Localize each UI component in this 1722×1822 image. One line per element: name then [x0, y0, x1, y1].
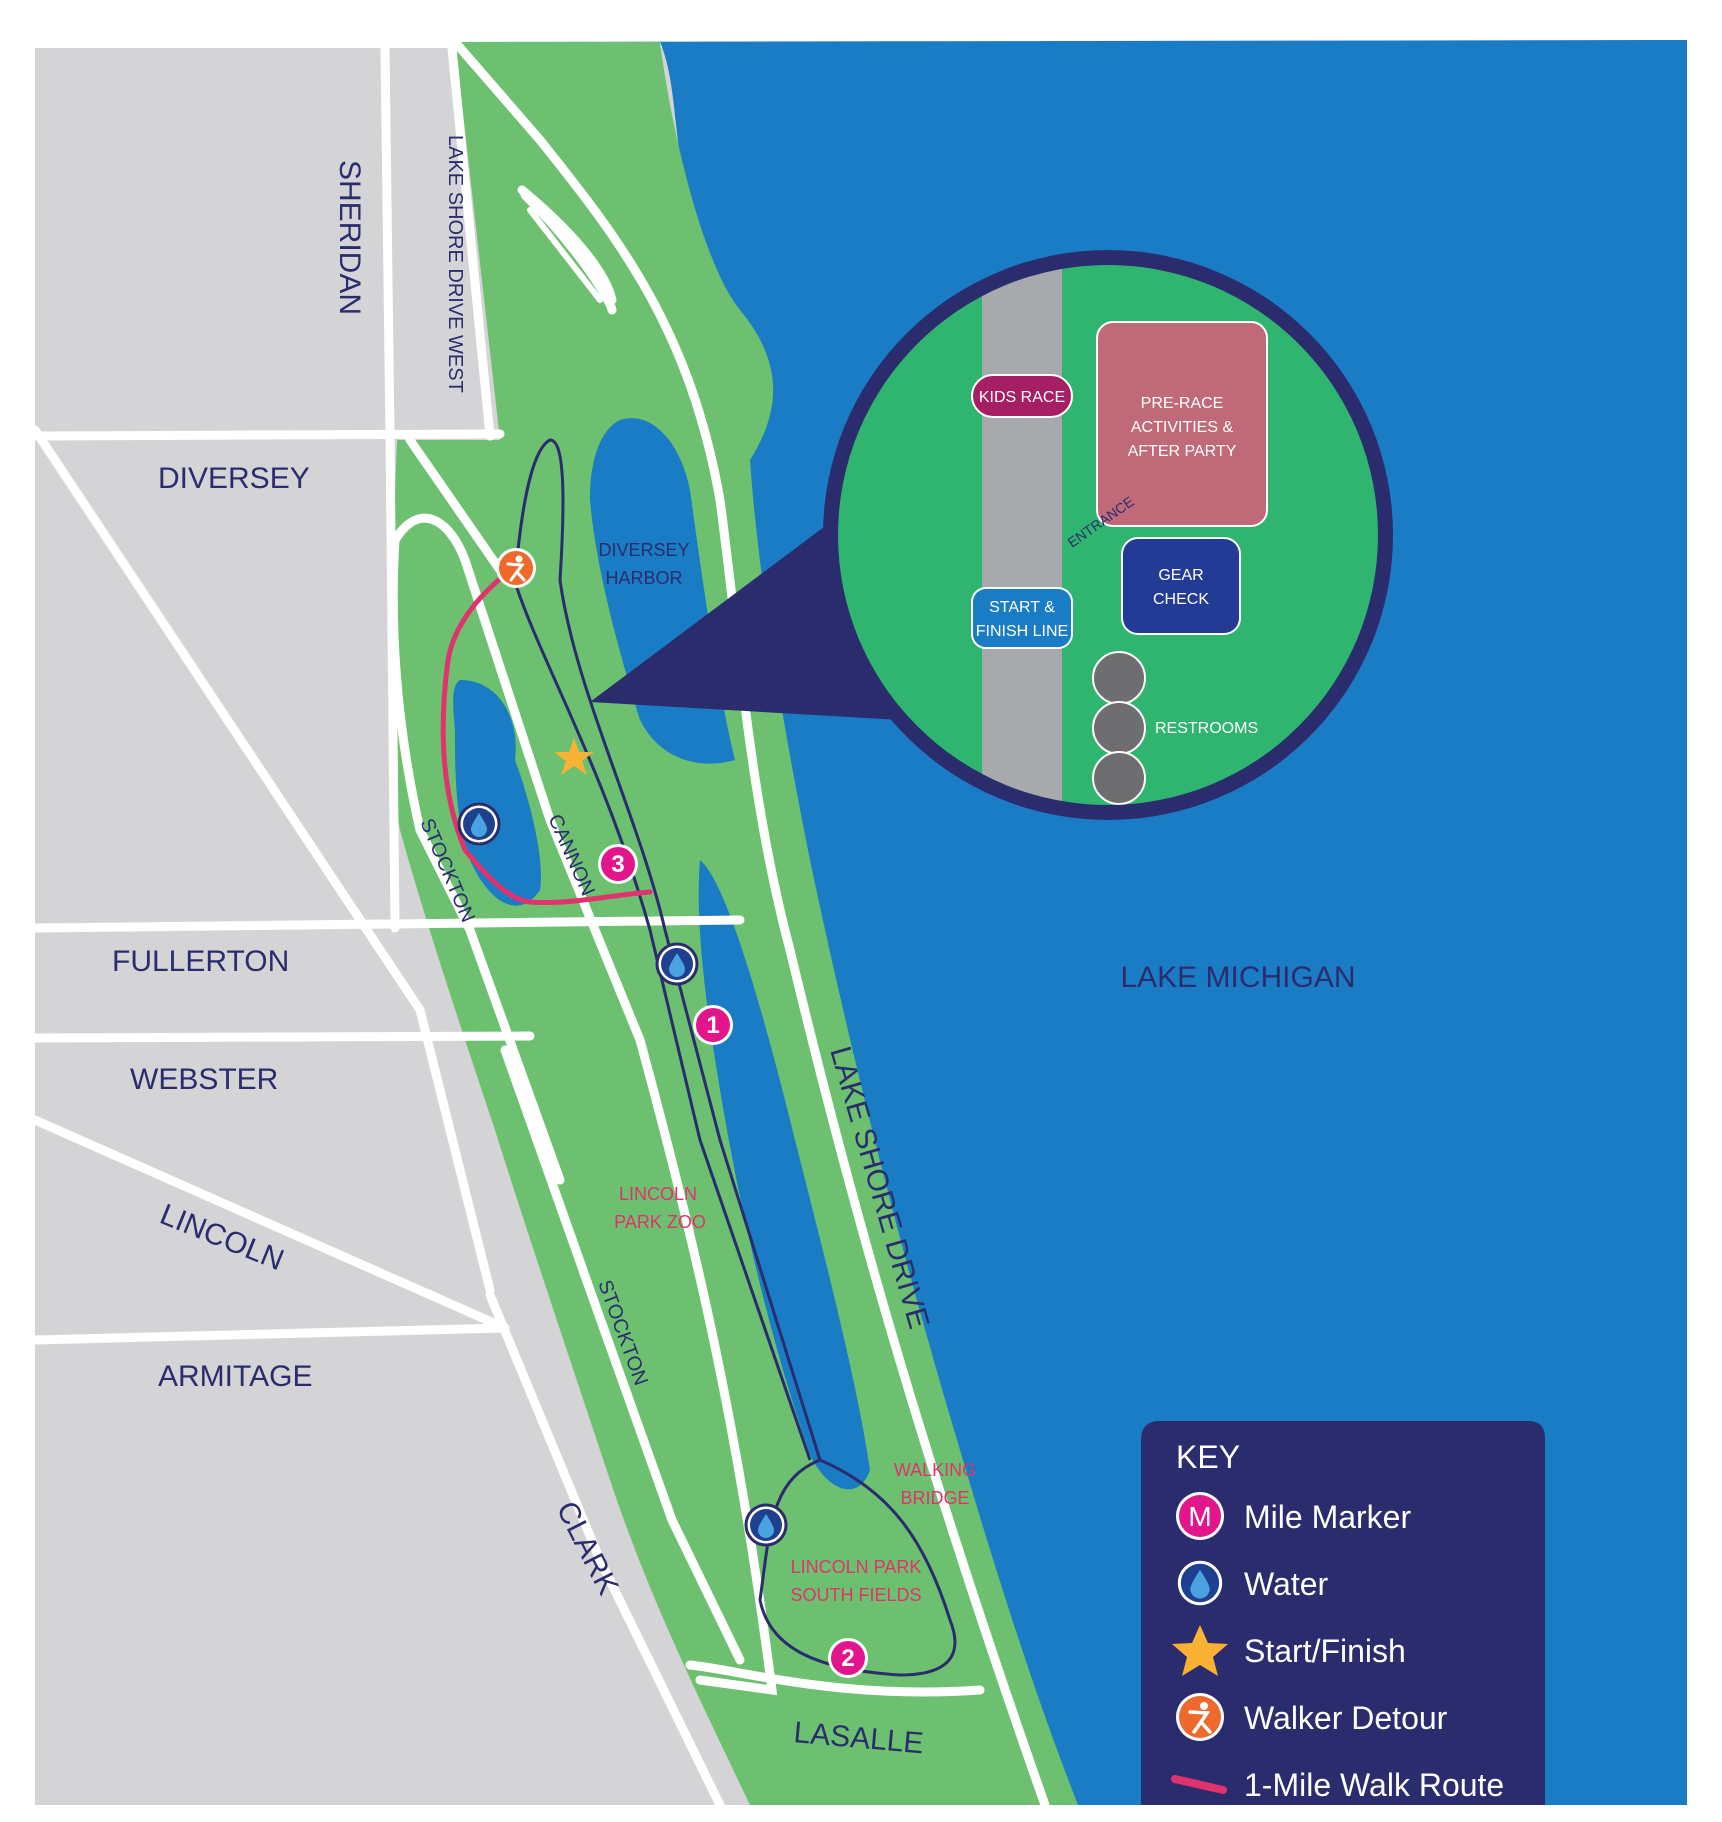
walk-route-line-icon	[1171, 1775, 1227, 1794]
mile-marker-3: 3	[598, 844, 638, 884]
kids-race-badge	[971, 374, 1073, 418]
kids-race-label: KIDS RACE	[979, 389, 1065, 406]
pre-race-label-line3: AFTER PARTY	[1128, 443, 1237, 460]
restrooms-label: RESTROOMS	[1155, 720, 1258, 737]
mile-marker-1: 1	[693, 1005, 733, 1045]
mile-marker-2: 2	[828, 1638, 868, 1678]
legend-item-walker-detour: Walker Detour	[1244, 1700, 1448, 1736]
inset-callout-pointer	[590, 500, 900, 720]
svg-text:1: 1	[706, 1012, 719, 1039]
walking-bridge-label-line2: BRIDGE	[900, 1488, 969, 1508]
start-area-inset	[823, 250, 1393, 820]
legend-item-start-finish: Start/Finish	[1244, 1633, 1406, 1669]
pre-race-label-line1: PRE-RACE	[1141, 395, 1224, 412]
north-pond-water	[453, 680, 541, 906]
one-mile-walk-route	[440, 565, 653, 906]
street-armitage: ARMITAGE	[158, 1360, 312, 1393]
race-course-route	[513, 438, 957, 1677]
lincoln-park-zoo-label-line2: PARK ZOO	[614, 1212, 706, 1232]
water-station-icon	[655, 942, 699, 986]
start-finish-star-icon	[554, 738, 594, 775]
start-finish-label-line1: START &	[989, 599, 1055, 616]
diversey-harbor-label-line2: HARBOR	[605, 568, 682, 588]
svg-text:2: 2	[841, 1645, 854, 1672]
star-icon	[1172, 1625, 1228, 1676]
legend-item-water: Water	[1244, 1566, 1329, 1602]
gear-check-area	[1121, 537, 1241, 635]
pre-race-activities-area	[1096, 321, 1268, 527]
map-legend: KEY M Mile Marker Water Start/Finish Wal…	[1141, 1421, 1545, 1805]
inset-road	[982, 265, 1062, 805]
water-station-icon	[457, 802, 501, 846]
water-station-icon	[744, 1503, 788, 1547]
start-finish-line-badge	[971, 587, 1073, 649]
restroom-icon	[1092, 651, 1146, 705]
svg-text:3: 3	[611, 851, 624, 878]
mile-marker-icon: M	[1176, 1492, 1224, 1540]
street-webster: WEBSTER	[130, 1063, 278, 1096]
gear-check-label-line2: CHECK	[1153, 591, 1209, 608]
diversey-harbor-label-line1: DIVERSEY	[598, 540, 689, 560]
walking-bridge-label-line1: WALKING	[894, 1460, 976, 1480]
gear-check-label-line1: GEAR	[1158, 567, 1203, 584]
south-lagoon-water	[698, 860, 870, 1490]
lincoln-park-south-fields-label-line2: SOUTH FIELDS	[790, 1585, 921, 1605]
street-sheridan: SHERIDAN	[333, 160, 366, 315]
walker-detour-icon	[496, 548, 536, 588]
street-fullerton: FULLERTON	[112, 945, 289, 978]
diversey-curved-drive	[517, 185, 617, 305]
road-network	[30, 37, 1050, 1810]
street-lake-shore-drive-west: LAKE SHORE DRIVE WEST	[444, 135, 466, 393]
walker-detour-icon	[1176, 1693, 1224, 1741]
water-icon	[1174, 1557, 1226, 1609]
lake-michigan-label: LAKE MICHIGAN	[1120, 961, 1355, 994]
pre-race-label-line2: ACTIVITIES &	[1131, 419, 1234, 436]
legend-item-walk-route: 1-Mile Walk Route	[1244, 1767, 1504, 1803]
restroom-icon	[1092, 701, 1146, 755]
restroom-icon	[1092, 751, 1146, 805]
lincoln-park-zoo-label-line1: LINCOLN	[619, 1184, 697, 1204]
lincoln-park-south-fields-label-line1: LINCOLN PARK	[791, 1557, 922, 1577]
svg-text:M: M	[1188, 1501, 1211, 1532]
legend-title: KEY	[1176, 1439, 1240, 1475]
street-diversey: DIVERSEY	[158, 462, 310, 495]
start-finish-label-line2: FINISH LINE	[976, 623, 1068, 640]
legend-item-mile-marker: Mile Marker	[1244, 1499, 1411, 1535]
